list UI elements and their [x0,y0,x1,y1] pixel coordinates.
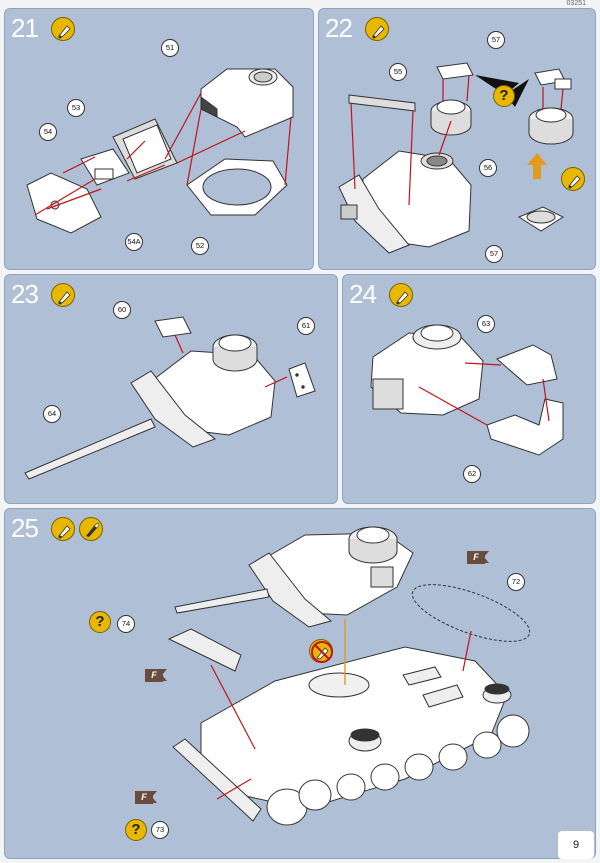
part-label-56: 56 [479,159,497,177]
step-25-panel: 25 [4,508,596,859]
part-label-62: 62 [463,465,481,483]
step-number: 25 [11,513,39,543]
step-number: 21 [11,13,39,43]
step-number: 22 [325,13,353,43]
decal-flag-icon: F [467,551,489,567]
step-23-drawing [24,316,316,480]
step-number: 24 [349,279,377,309]
part-label-73: 73 [151,821,169,839]
step-22-panel: 22 [318,8,596,270]
glue-icon [51,517,75,541]
part-label-60: 60 [113,301,131,319]
paint-brush-icon [79,517,103,541]
step-24-panel: 24 63 62 [342,274,596,504]
part-label-55: 55 [389,63,407,81]
part-label-52: 52 [191,237,209,255]
part-label-51: 51 [161,39,179,57]
step-23-panel: 23 60 61 64 [4,274,338,504]
step-number: 23 [11,279,39,309]
step-21-panel: 21 [4,8,314,270]
part-label-64: 64 [43,405,61,423]
decal-flag-icon: F [145,669,167,685]
part-label-54a: 54A [125,233,143,251]
step-24-drawing [370,324,564,456]
part-label-63: 63 [477,315,495,333]
question-icon: ? [89,611,111,633]
part-label-61: 61 [297,317,315,335]
no-glue-icon [309,639,333,663]
page-number: 9 [558,831,594,859]
glue-icon [51,17,75,41]
glue-icon [365,17,389,41]
step-21-drawing [26,68,294,234]
question-icon: ? [493,85,515,107]
glue-icon [561,167,585,191]
product-code: 03251 [566,0,586,7]
part-label-57-lower: 57 [485,245,503,263]
part-label-53: 53 [67,99,85,117]
part-label-57: 57 [487,31,505,49]
step-22-drawing [338,62,574,254]
part-label-54: 54 [39,123,57,141]
step-25-drawing [167,526,531,826]
part-label-74: 74 [117,615,135,633]
part-label-72: 72 [507,573,525,591]
question-icon: ? [125,819,147,841]
decal-flag-icon: F [135,791,157,807]
glue-icon [51,283,75,307]
glue-icon [389,283,413,307]
